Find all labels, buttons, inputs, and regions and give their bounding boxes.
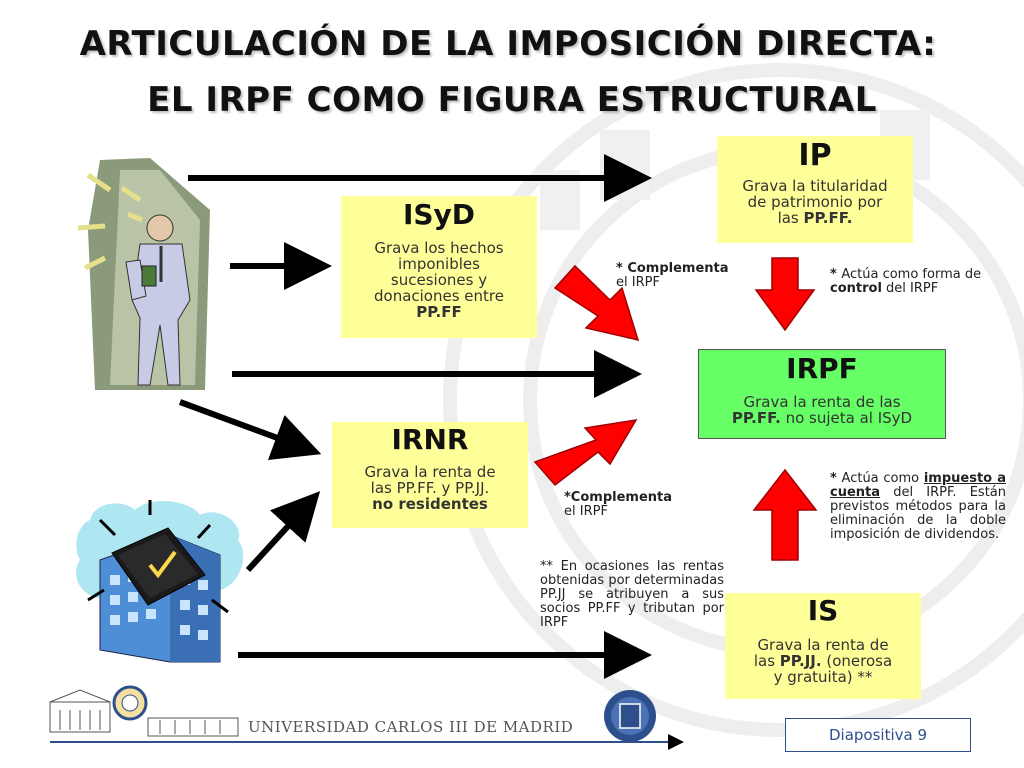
page-title-line2: EL IRPF COMO FIGURA ESTRUCTURAL xyxy=(147,80,877,120)
person-icon xyxy=(77,158,210,390)
note-control: * Actúa como forma de control del IRPF xyxy=(830,267,982,296)
irnr-box: IRNR Grava la renta de las PP.FF. y PP.J… xyxy=(332,422,528,528)
irnr-desc: Grava la renta de las PP.FF. y PP.JJ. no… xyxy=(364,463,496,513)
is-box: IS Grava la renta de las PP.JJ. (onerosa… xyxy=(725,593,921,699)
is-title: IS xyxy=(807,594,839,627)
is-desc: Grava la renta de las PP.JJ. (onerosa y … xyxy=(753,636,893,686)
book-seal-icon xyxy=(604,690,656,742)
slide-number: Diapositiva 9 xyxy=(785,718,971,752)
irpf-title: IRPF xyxy=(786,352,858,385)
arrow-building-irnr xyxy=(245,491,321,573)
footer-university-name: UNIVERSIDAD CARLOS III DE MADRID xyxy=(248,718,574,736)
red-arrow-irnr-irpf xyxy=(533,419,638,487)
ip-title: IP xyxy=(798,138,832,173)
page-title-line1: ARTICULACIÓN DE LA IMPOSICIÓN DIRECTA: xyxy=(79,24,937,64)
irpf-desc: Grava la renta de las PP.FF. no sujeta a… xyxy=(731,393,913,427)
irnr-title: IRNR xyxy=(391,423,469,456)
note-ocasiones: ** En ocasiones las rentas obtenidas por… xyxy=(540,559,724,630)
isyd-box: ISyD Grava los hechos imponibles sucesio… xyxy=(341,196,537,338)
irpf-box: IRPF Grava la renta de las PP.FF. no suj… xyxy=(698,349,946,439)
isyd-title: ISyD xyxy=(402,198,476,231)
ip-box: IP Grava la titularidad de patrimonio po… xyxy=(717,136,913,243)
note-complementa-irnr: *Complementa el IRPF xyxy=(564,490,672,519)
university-logo-icon xyxy=(112,685,148,721)
note-impuesto-a-cuenta: * Actúa como impuesto a cuenta del IRPF.… xyxy=(830,471,1006,542)
arrow-person-irnr xyxy=(178,399,322,461)
note-complementa-isyd: * Complementa el IRPF xyxy=(616,261,729,290)
red-arrow-is-irpf xyxy=(752,468,818,561)
university-building-icon xyxy=(49,689,239,737)
isyd-desc: Grava los hechos imponibles sucesiones y… xyxy=(374,239,504,321)
building-icon xyxy=(76,500,244,663)
red-arrow-ip-irpf xyxy=(754,257,816,332)
red-arrow-isyd-irpf xyxy=(553,264,640,342)
ip-desc: Grava la titularidad de patrimonio por l… xyxy=(742,177,888,227)
